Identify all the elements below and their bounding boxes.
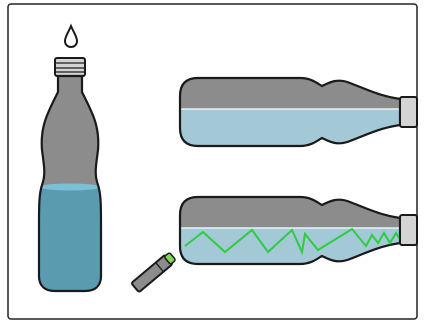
bottle-cap <box>400 215 417 245</box>
bottle-cap <box>55 58 85 76</box>
water-surface <box>40 184 100 191</box>
bottle-cap <box>400 97 417 127</box>
water-fill <box>30 186 110 296</box>
